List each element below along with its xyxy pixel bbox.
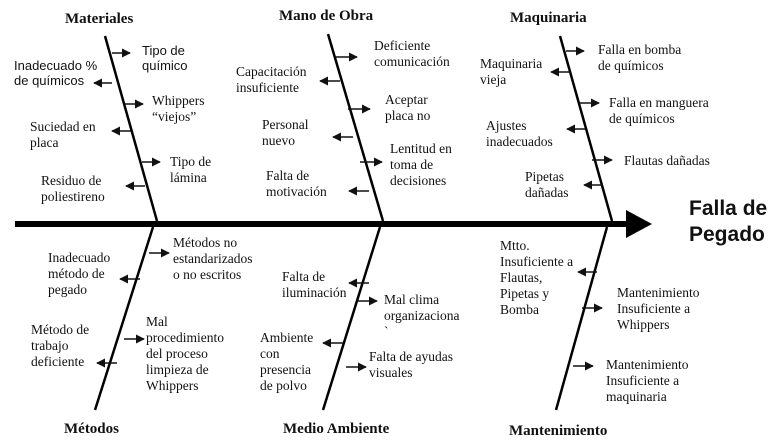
spine-arrowhead-icon — [626, 210, 652, 238]
bone-mano-de-obra — [326, 33, 385, 222]
cause-mal-clima: Mal clima organizaciona ` — [384, 292, 460, 339]
cause-trabajo-deficiente: Método de trabajo deficiente — [31, 322, 90, 369]
cause-ambiente-polvo: Ambiente con presencia de polvo — [260, 330, 314, 393]
bone-medio-ambiente — [321, 226, 382, 411]
category-materiales: Materiales — [65, 11, 134, 27]
cause-inadecuado-metodo: Inadecuado método de pegado — [48, 250, 111, 297]
category-metodos: Métodos — [64, 421, 119, 437]
cause-residuo-poliestireno: Residuo de poliestireno — [41, 173, 105, 204]
cause-mtto-flautas: Mtto. Insuficiente a Flautas, Pipetas y … — [500, 238, 574, 317]
cause-inadecuado-pct: Inadecuado % de químicos — [14, 58, 98, 89]
cause-pipetas: Pipetas dañadas — [525, 169, 569, 200]
cause-tipo-lamina: Tipo de lámina — [170, 154, 212, 185]
cause-falla-manguera: Falla en manguera de químicos — [609, 95, 709, 126]
category-mantenimiento: Mantenimiento — [509, 423, 608, 439]
cause-tipo-quimico: Tipo de químico — [142, 43, 188, 74]
cause-lentitud: Lentitud en toma de decisiones — [390, 141, 452, 188]
cause-mal-procedimiento: Mal procedimiento del proceso limpieza d… — [146, 314, 224, 393]
cause-mant-whippers: Mantenimiento Insuficiente a Whippers — [617, 285, 700, 332]
cause-aceptar-placa: Aceptar placa no — [385, 92, 431, 123]
cause-deficiente-comunicacion: Deficiente comunicación — [374, 38, 450, 69]
category-mano-de-obra: Mano de Obra — [279, 8, 374, 24]
cause-flautas: Flautas dañadas — [624, 153, 710, 168]
cause-falta-motivacion: Falta de motivación — [266, 168, 327, 199]
cause-falta-iluminacion: Falta de iluminación — [282, 269, 347, 300]
cause-falla-bomba: Falla en bomba de químicos — [598, 42, 682, 73]
bone-materiales — [103, 35, 159, 222]
cause-no-estandarizados: Métodos no estandarizados o no escritos — [173, 235, 253, 282]
cause-ajustes: Ajustes inadecuados — [486, 118, 553, 149]
bone-metodos — [93, 226, 155, 411]
cause-falta-ayudas: Falta de ayudas visuales — [369, 349, 453, 380]
cause-whippers-viejos: Whippers “viejos” — [152, 93, 205, 124]
category-maquinaria: Maquinaria — [510, 10, 587, 26]
cause-capacitacion: Capacitación insuficiente — [236, 64, 307, 95]
category-medio-ambiente: Medio Ambiente — [283, 421, 390, 437]
cause-personal-nuevo: Personal nuevo — [262, 117, 309, 148]
effect-label: Falla de Pegado — [689, 197, 768, 247]
cause-mant-maquinaria: Mantenimiento Insuficiente a maquinaria — [606, 357, 689, 404]
bone-mantenimiento — [554, 226, 609, 411]
cause-maquinaria-vieja: Maquinaria vieja — [480, 56, 543, 87]
cause-suciedad-placa: Suciedad en placa — [30, 119, 96, 150]
